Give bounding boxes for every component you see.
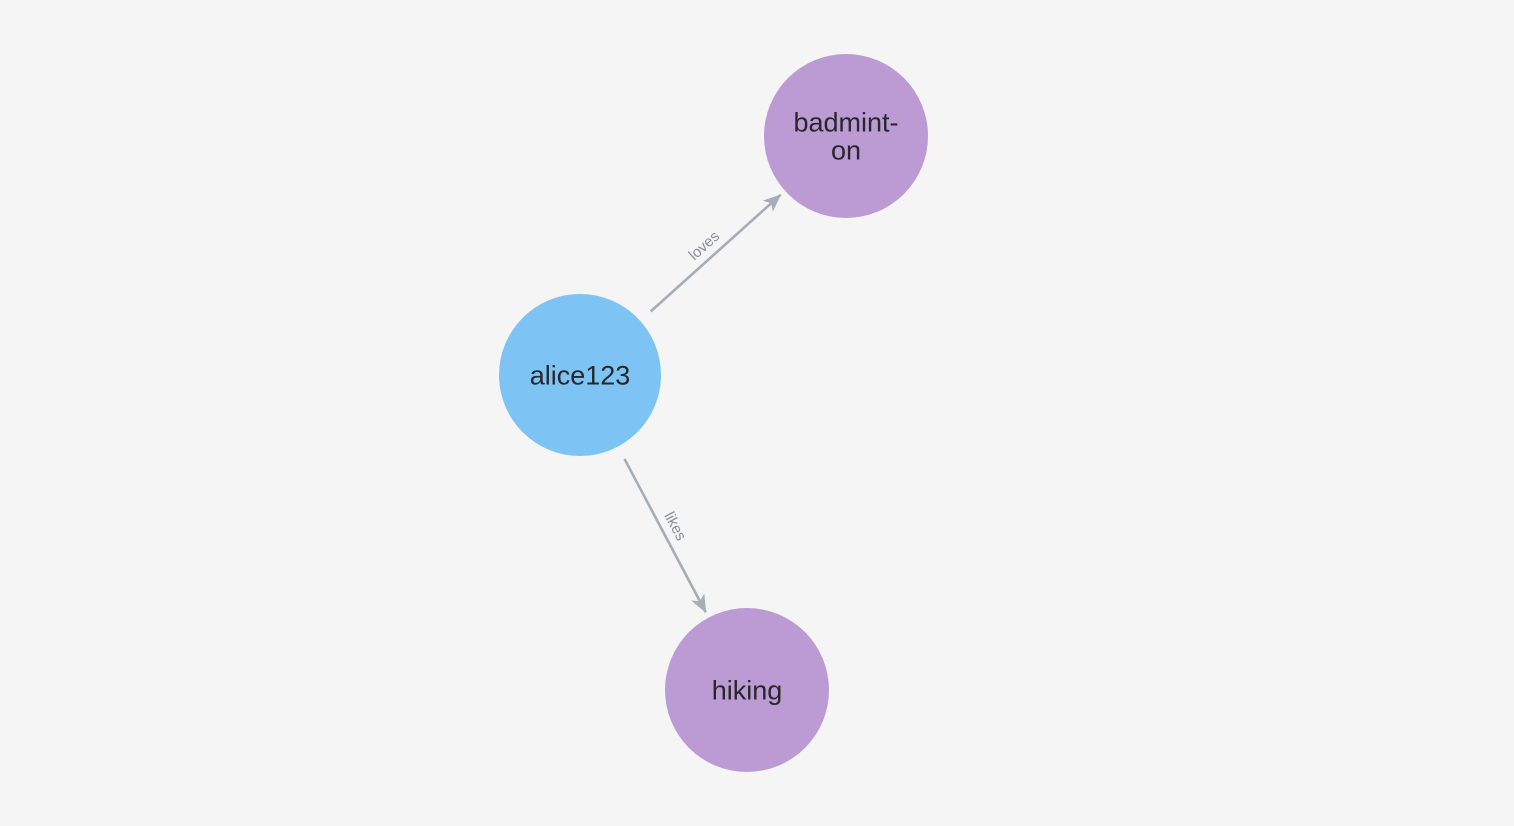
graph-node-hiking[interactable]: hiking — [665, 608, 829, 772]
edge-line[interactable] — [623, 458, 707, 613]
graph-node-badminton[interactable]: badmint-on — [764, 54, 928, 218]
edge-label[interactable]: loves — [686, 228, 723, 264]
node-circle[interactable] — [665, 608, 829, 772]
graph-edge-loves[interactable]: loves — [649, 193, 782, 313]
node-circle[interactable] — [764, 54, 928, 218]
node-circle[interactable] — [499, 294, 661, 456]
edge-label[interactable]: likes — [660, 509, 689, 543]
graph-node-alice123[interactable]: alice123 — [499, 294, 661, 456]
graph-edge-likes[interactable]: likes — [623, 458, 707, 613]
edge-line[interactable] — [649, 193, 782, 313]
